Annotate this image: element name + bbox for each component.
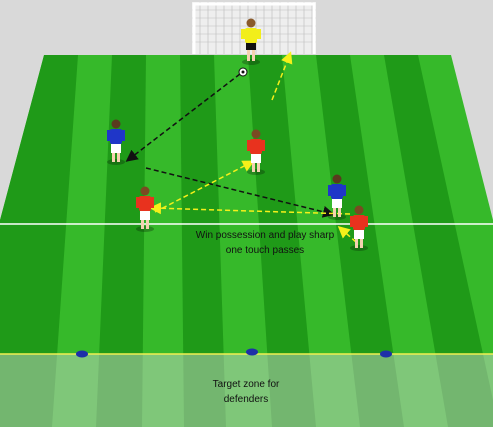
pass-arrow [149,202,351,215]
ball-icon [238,67,248,77]
drill-caption-line1: Win possession and play sharp [195,230,335,241]
blue-player [328,174,346,220]
zone-caption-line2: defenders [223,394,269,405]
drill-caption-line2: one touch passes [225,245,305,256]
pass-arrows [149,51,357,243]
red-player [247,129,265,175]
target-zone [0,354,493,427]
red-player [136,186,154,232]
zone-caption-line1: Target zone for [212,379,280,390]
pass-arrow [154,160,255,213]
drill-caption: Win possession and play sharp one touch … [180,228,350,258]
pass-arrow [271,51,293,101]
zone-caption: Target zone for defenders [196,377,296,407]
goalkeeper [241,18,261,65]
red-player [350,205,368,251]
cone-icon [76,348,392,358]
pass-arrow [337,226,357,243]
blue-player [107,119,125,165]
